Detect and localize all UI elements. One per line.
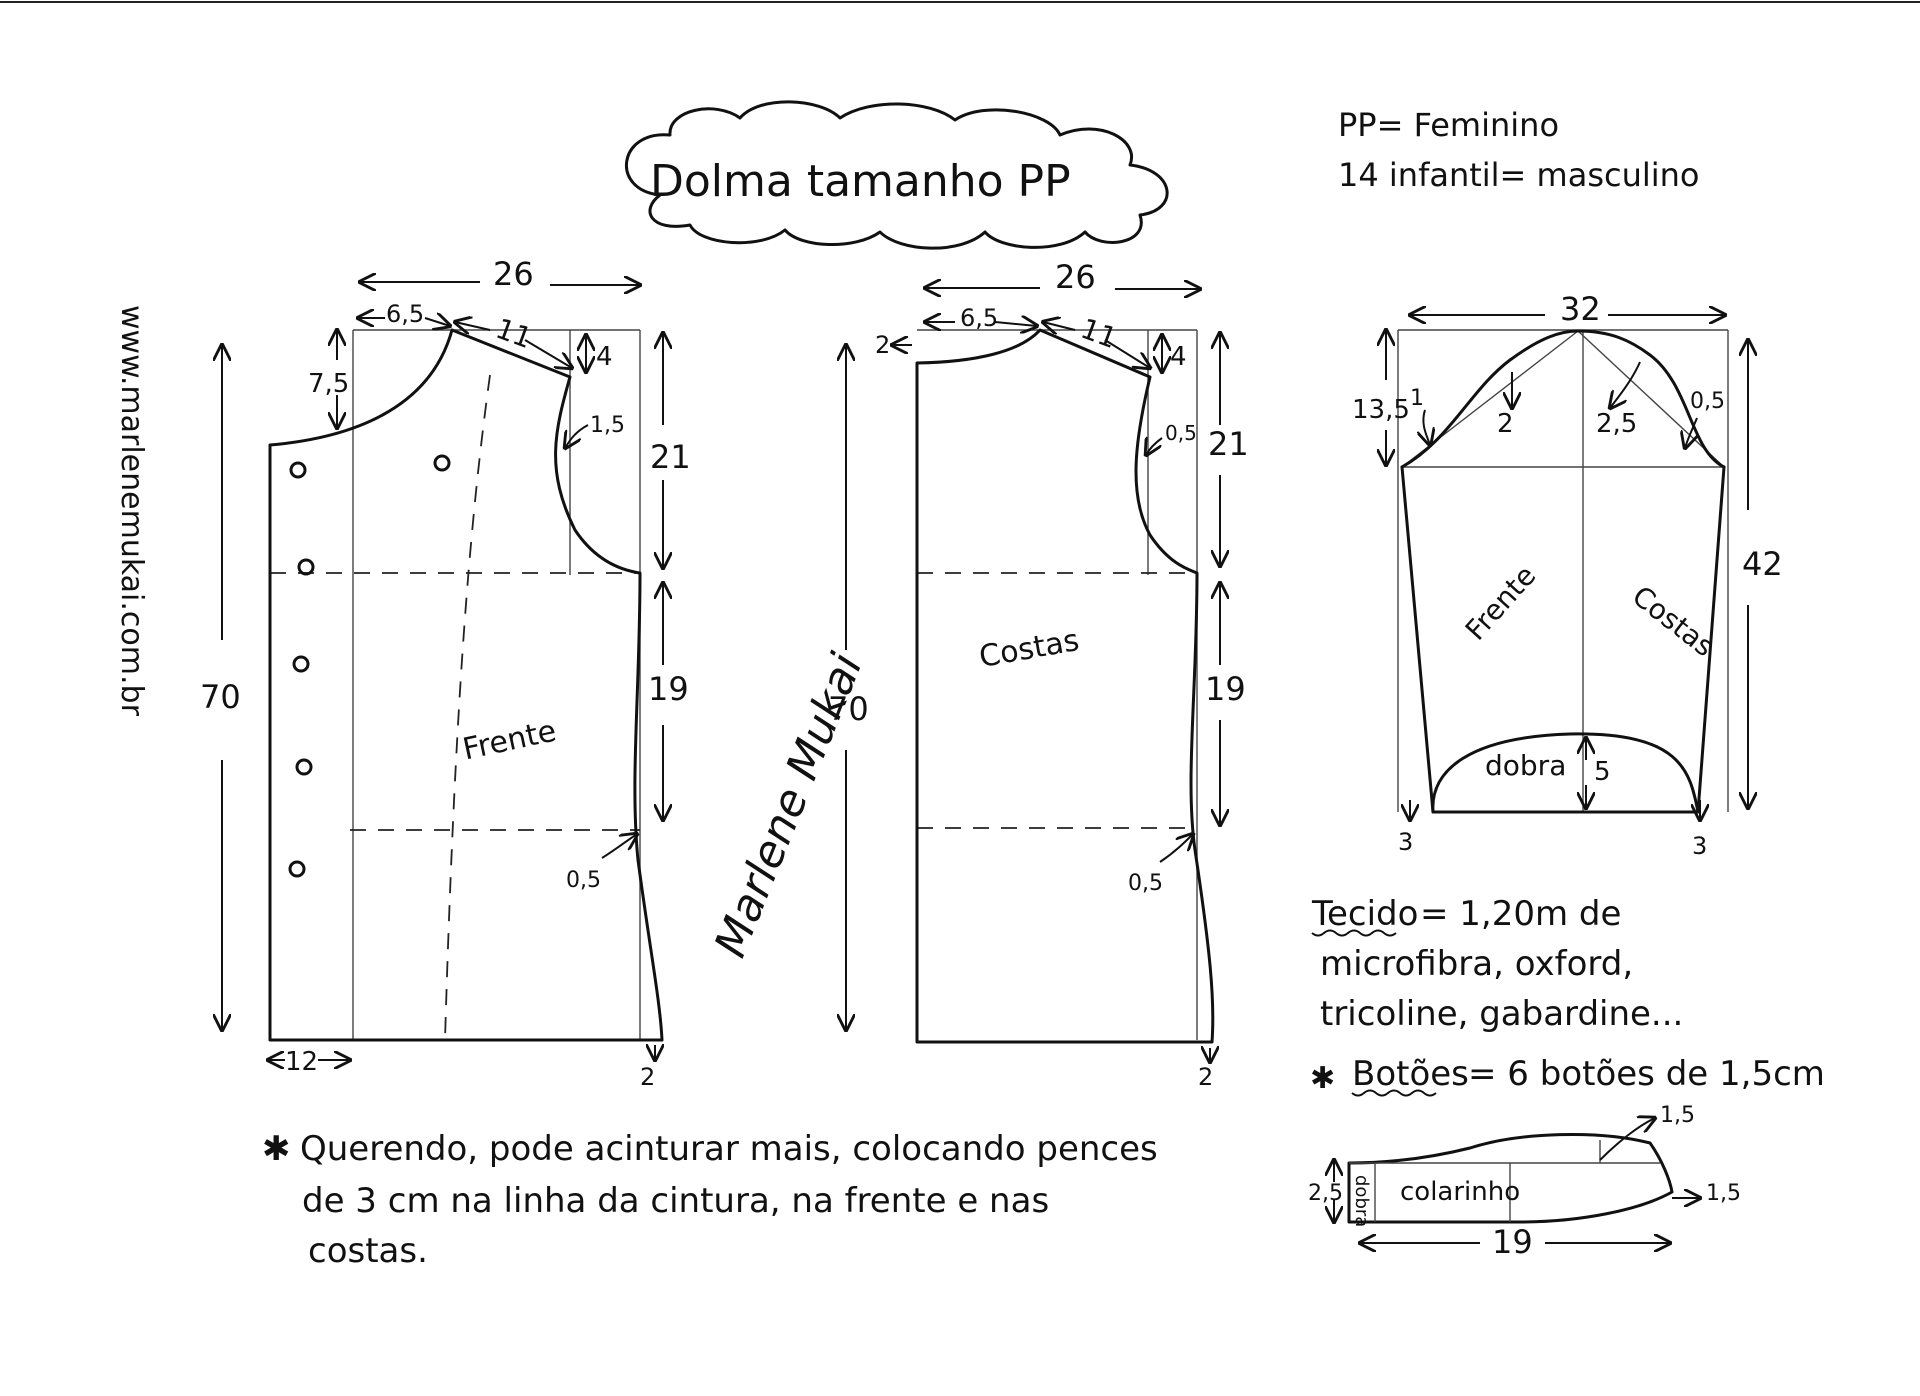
waist-notes: ✱ Querendo, pode acinturar mais, colocan… (262, 1129, 1158, 1271)
button-marker (289, 461, 307, 479)
collar-fold-label: dobra (1351, 1175, 1372, 1227)
back-neck-width-label: 6,5 (960, 304, 998, 332)
button-marker (292, 655, 310, 673)
back-label: Costas (977, 623, 1082, 675)
front-hem-label: 2 (640, 1063, 655, 1091)
waist-note-line-1: Querendo, pode acinturar mais, colocando… (300, 1129, 1158, 1169)
sleeve-back-low-label: 0,5 (1690, 389, 1725, 414)
collar-length-label: 19 (1492, 1223, 1533, 1261)
back-waist-label: 0,5 (1128, 871, 1163, 896)
size-note-kids: 14 infantil= masculino (1338, 156, 1700, 194)
back-shoulder-arrow (1104, 339, 1150, 368)
asterisk-icon: ✱ (262, 1129, 291, 1169)
back-hem-label: 2 (1198, 1063, 1213, 1091)
sleeve-length-label: 42 (1742, 545, 1783, 583)
button-marker (297, 558, 315, 576)
front-shoulder-arrow (455, 322, 491, 330)
back-neck-rise-label: 2 (875, 331, 890, 359)
fabric-list-2: tricoline, gabardine... (1320, 994, 1683, 1034)
back-width-label: 26 (1055, 258, 1096, 296)
front-neck-depth-label: 7,5 (308, 369, 349, 399)
button-marker (295, 758, 313, 776)
fabric-amount: = 1,20m de (1420, 894, 1621, 934)
sleeve-front-high-label: 2 (1497, 409, 1514, 439)
front-neck-arrow (424, 318, 450, 326)
button-marker (288, 860, 306, 878)
sleeve-hem-right-label: 3 (1692, 832, 1707, 860)
waist-note-line-2: de 3 cm na linha da cintura, na frente e… (302, 1181, 1049, 1221)
back-waist-arrow (1159, 834, 1193, 863)
button-marker (433, 454, 451, 472)
back-shoulder-arrow (1043, 322, 1076, 330)
sleeve-back-label: Costas (1626, 579, 1720, 663)
sleeve-outline (1400, 465, 1726, 814)
size-note-women: PP= Feminino (1338, 106, 1559, 144)
front-center-line (444, 374, 491, 1041)
collar-rise-label: 1,5 (1660, 1103, 1695, 1128)
sleeve-hem-left-label: 3 (1398, 828, 1413, 856)
website-url: www.marlenemukai.com.br (114, 305, 149, 717)
sleeve-curve-arrow (1610, 361, 1641, 408)
sleeve-piece: 32 13,5 1 2 2,5 0,5 42 5 dobra 3 3 Frent… (1352, 290, 1783, 860)
front-outline (268, 328, 664, 1042)
fabric-list-1: microfibra, oxford, (1320, 944, 1633, 984)
collar-end-label: 1,5 (1706, 1181, 1741, 1206)
sleeve-curve-arrow (1423, 409, 1430, 445)
sleeve-fold-curve (1431, 732, 1700, 814)
back-drop-label: 4 (1170, 342, 1187, 372)
sleeve-back-high-label: 2,5 (1596, 409, 1637, 439)
front-waist-label: 0,5 (566, 868, 601, 893)
front-waist-arrow (601, 834, 637, 859)
back-armhole-arrow (1146, 438, 1163, 455)
sleeve-fold-depth-label: 5 (1594, 757, 1611, 787)
front-armhole-curve-label: 1,5 (590, 413, 625, 438)
sleeve-curve-arrow (1685, 417, 1697, 448)
sleeve-fold-label: dobra (1485, 749, 1566, 782)
fabric-label: Tecido (1311, 894, 1418, 934)
buttons-label: Botões (1352, 1054, 1469, 1094)
back-armhole-curve-label: 0,5 (1165, 421, 1197, 445)
sleeve-width-label: 32 (1560, 290, 1601, 328)
back-side-label: 19 (1205, 670, 1246, 708)
back-armhole-depth-label: 21 (1208, 425, 1249, 463)
front-neck-width-label: 6,5 (386, 300, 424, 328)
collar-height-label: 2,5 (1308, 1181, 1343, 1206)
buttons-text: = 6 botões de 1,5cm (1468, 1054, 1825, 1094)
front-label: Frente (460, 714, 560, 768)
collar-piece: dobra colarinho 2,5 19 1,5 1,5 (1308, 1103, 1741, 1261)
front-shoulder-arrow (524, 339, 572, 368)
sleeve-cap-height-label: 13,5 (1352, 395, 1410, 425)
fabric-underline (1311, 929, 1397, 937)
front-armhole-arrow (565, 424, 589, 448)
title-cloud (624, 100, 1169, 250)
back-neck-arrow (994, 322, 1037, 326)
front-side-label: 19 (648, 670, 689, 708)
front-armhole-depth-label: 21 (650, 438, 691, 476)
sleeve-cap-diagonal (1577, 330, 1725, 468)
buttons-underline (1351, 1089, 1437, 1097)
sleeve-front-low-label: 1 (1410, 386, 1424, 411)
collar-label: colarinho (1400, 1177, 1520, 1207)
page-title: Dolma tamanho PP (650, 156, 1071, 207)
fabric-notes: Tecido = 1,20m de microfibra, oxford, tr… (1310, 894, 1825, 1097)
sleeve-cap-curve (1400, 329, 1726, 469)
sleeve-front-label: Frente (1459, 559, 1543, 647)
front-width-label: 26 (493, 255, 534, 293)
front-length-label: 70 (200, 678, 241, 716)
asterisk-icon: ✱ (1310, 1061, 1335, 1096)
front-drop-label: 4 (596, 342, 613, 372)
back-piece: 26 6,5 2 11 4 0,5 21 19 70 0,5 2 Costas (828, 258, 1249, 1091)
collar-outline (1347, 1132, 1674, 1224)
collar-rise-arrow (1599, 1118, 1655, 1161)
waist-note-line-3: costas. (308, 1231, 428, 1271)
front-piece: 26 6,5 11 4 7,5 1,5 21 19 70 0,5 12 2 Fr… (200, 255, 691, 1091)
back-length-label: 70 (828, 690, 869, 728)
front-placket-label: 12 (285, 1047, 318, 1077)
